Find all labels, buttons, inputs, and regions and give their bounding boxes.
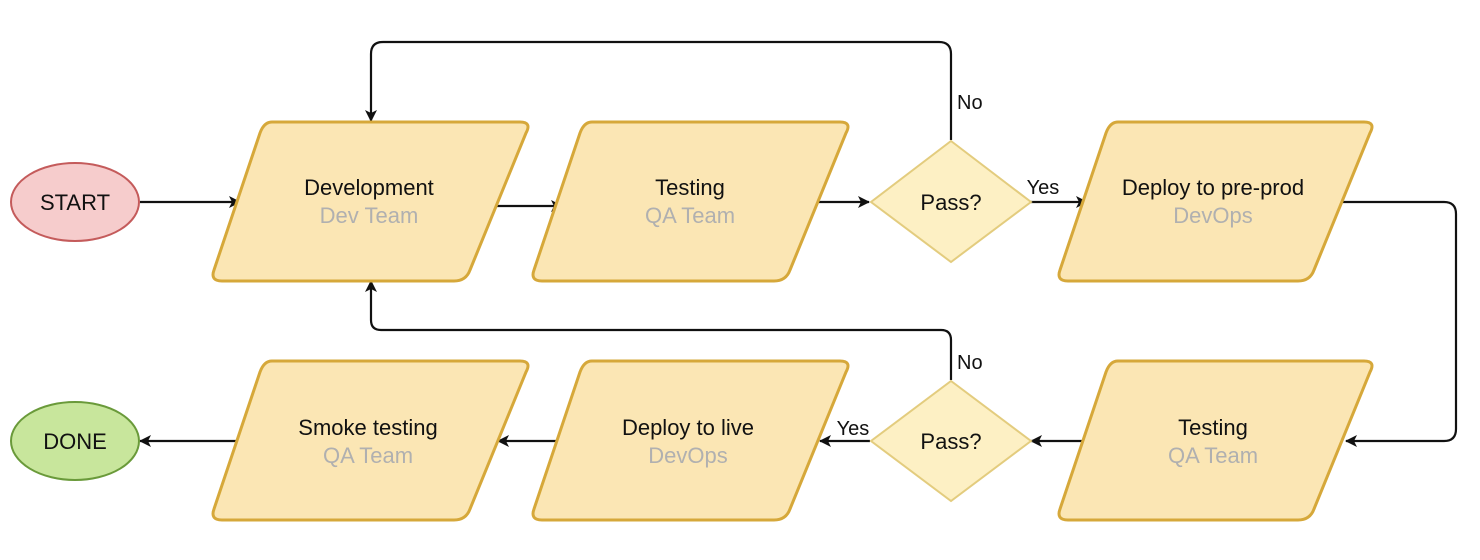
edge-pass2-no-to-development	[365, 280, 953, 380]
step-deploy-preprod-title: Deploy to pre-prod	[1122, 175, 1304, 200]
done-label: DONE	[43, 429, 107, 454]
step-testing-preprod-owner: QA Team	[1168, 443, 1258, 468]
start-terminal[interactable]	[10, 162, 140, 242]
step-development[interactable]: Development Dev Team	[211, 120, 530, 283]
decision-pass-after-testing-label: Pass?	[920, 190, 981, 215]
decision-pass-after-preprod-testing-label: Pass?	[920, 429, 981, 454]
step-testing-qa-title: Testing	[655, 175, 725, 200]
step-testing-preprod[interactable]: Testing QA Team	[1057, 359, 1374, 522]
step-deploy-preprod-owner: DevOps	[1173, 203, 1252, 228]
start-label: START	[40, 190, 110, 215]
step-deploy-live-owner: DevOps	[648, 443, 727, 468]
pass1-yes-label: Yes	[1027, 177, 1060, 199]
decision-pass-after-preprod-testing[interactable]: Pass?	[869, 379, 1033, 503]
step-testing-qa-owner: QA Team	[645, 203, 735, 228]
pass2-yes-label: Yes	[837, 418, 870, 440]
step-deploy-preprod[interactable]: Deploy to pre-prod DevOps	[1057, 120, 1374, 283]
step-deploy-live-title: Deploy to live	[622, 415, 754, 440]
edge-preprod-to-testing2	[1343, 200, 1458, 447]
step-deploy-live[interactable]: Deploy to live DevOps	[531, 359, 850, 522]
step-testing-qa[interactable]: Testing QA Team	[531, 120, 850, 283]
step-development-title: Development	[304, 175, 434, 200]
decision-pass-after-testing[interactable]: Pass?	[869, 139, 1033, 264]
step-development-owner: Dev Team	[320, 203, 419, 228]
step-smoke-testing-title: Smoke testing	[298, 415, 437, 440]
pass1-no-label: No	[957, 92, 983, 114]
step-smoke-testing-owner: QA Team	[323, 443, 413, 468]
edge-pass1-no-to-development	[365, 40, 953, 140]
step-smoke-testing[interactable]: Smoke testing QA Team	[211, 359, 530, 522]
pass2-no-label: No	[957, 352, 983, 374]
step-testing-preprod-title: Testing	[1178, 415, 1248, 440]
done-terminal[interactable]	[10, 401, 140, 481]
